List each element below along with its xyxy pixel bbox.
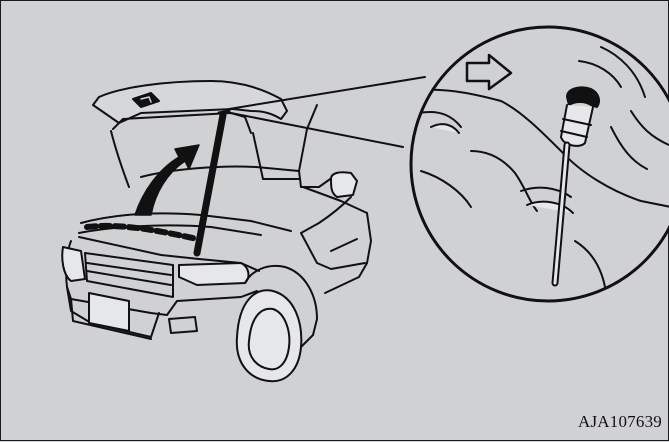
lift-direction-arrow-icon xyxy=(135,145,199,215)
side-mirror xyxy=(331,172,357,197)
front-tire xyxy=(237,290,301,381)
detail-magnifier xyxy=(411,27,669,301)
vehicle-drawing xyxy=(62,81,371,381)
hood-support-rod xyxy=(197,115,223,253)
headlight-left xyxy=(62,247,85,281)
headlight-right xyxy=(179,263,248,285)
hood-panel xyxy=(93,81,287,123)
hood-latch-dashed-line xyxy=(87,226,197,239)
figure-reference-code: AJA107639 xyxy=(578,412,662,432)
